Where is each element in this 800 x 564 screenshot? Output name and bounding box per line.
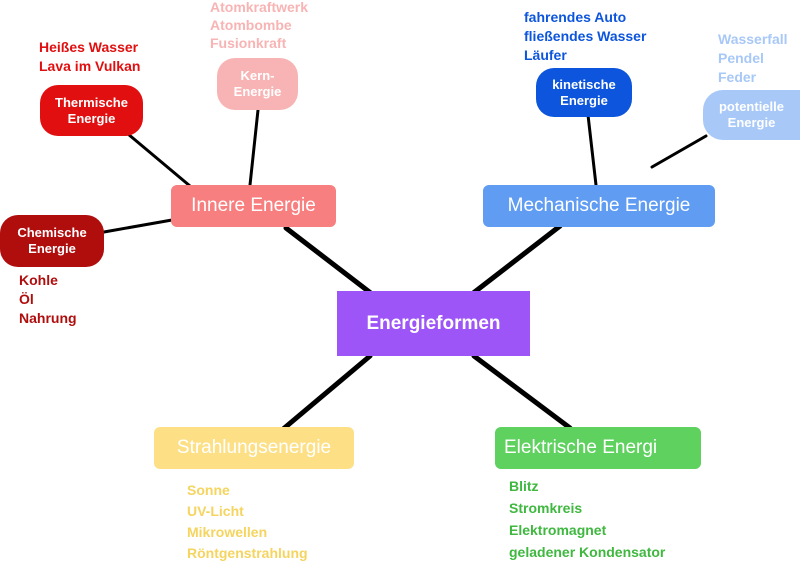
note-item: Sonne <box>187 482 230 498</box>
branch-elektrische-energie: Elektrische Energi <box>495 427 701 469</box>
branch-strahlungsenergie: Strahlungsenergie <box>154 427 354 469</box>
notes-elektrische-energie: Blitz Stromkreis Elektromagnet geladener… <box>509 475 665 563</box>
note-item: Lava im Vulkan <box>39 58 141 74</box>
branch-strahlungsenergie-label: Strahlungsenergie <box>176 437 332 458</box>
note-item: Pendel <box>718 50 764 66</box>
link-central-mechanisch <box>469 223 563 297</box>
node-thermische-energie: Thermische Energie <box>40 85 143 136</box>
node-thermische-energie-label: Thermische Energie <box>55 94 128 126</box>
central-node: Energieformen <box>337 291 530 356</box>
branch-elektrische-energie-label: Elektrische Energi <box>504 437 658 458</box>
note-item: geladener Kondensator <box>509 544 666 560</box>
node-chemische-energie-label: Chemische Energie <box>17 225 87 256</box>
link-mechanisch-kinetisch <box>586 113 598 187</box>
node-kinetische-energie: kinetische Energie <box>536 68 632 117</box>
note-item: Atombombe <box>210 17 292 33</box>
branch-innere-energie: Innere Energie <box>171 185 336 227</box>
node-potentielle-energie-label: potentielle Energie <box>718 99 784 130</box>
note-item: Fusionkraft <box>210 35 287 51</box>
notes-chemische-energie: Kohle Öl Nahrung <box>19 271 77 328</box>
node-chemische-energie: Chemische Energie <box>0 215 104 267</box>
notes-kern-energie: Atomkraftwerk Atombombe Fusionkraft <box>210 0 308 52</box>
note-item: Kohle <box>19 272 58 288</box>
link-innere-chemisch <box>102 218 174 234</box>
link-mechanisch-potentiell <box>650 134 708 169</box>
note-item: Röntgenstrahlung <box>187 545 308 561</box>
note-item: Heißes Wasser <box>39 39 139 55</box>
note-item: UV-Licht <box>187 503 244 519</box>
branch-mechanische-energie: Mechanische Energie <box>483 185 715 227</box>
note-item: fließendes Wasser <box>524 28 647 44</box>
note-item: Stromkreis <box>509 500 583 516</box>
branch-mechanische-energie-label: Mechanische Energie <box>507 195 691 216</box>
branch-innere-energie-label: Innere Energie <box>191 195 316 216</box>
notes-strahlungsenergie: Sonne UV-Licht Mikrowellen Röntgenstrahl… <box>187 480 308 564</box>
note-item: Mikrowellen <box>187 524 268 540</box>
note-item: Öl <box>19 291 34 307</box>
node-kern-energie: Kern-Energie <box>217 58 298 110</box>
notes-kinetische-energie: fahrendes Auto fließendes Wasser Läufer <box>524 8 646 65</box>
note-item: Wasserfall <box>718 31 788 47</box>
note-item: Atomkraftwerk <box>210 0 309 15</box>
link-central-elektrisch <box>471 353 573 431</box>
link-innere-kern <box>248 108 260 187</box>
note-item: fahrendes Auto <box>524 9 627 25</box>
link-central-innere <box>283 225 375 297</box>
note-item: Elektromagnet <box>509 522 607 538</box>
central-node-label: Energieformen <box>366 312 501 334</box>
note-item: Feder <box>718 69 757 85</box>
node-kinetische-energie-label: kinetische Energie <box>552 76 616 108</box>
node-potentielle-energie: potentielle Energie <box>703 90 800 140</box>
link-central-strahlung <box>279 353 373 433</box>
link-innere-thermisch <box>126 132 192 188</box>
note-item: Läufer <box>524 47 567 63</box>
node-kern-energie-label: Kern-Energie <box>233 68 282 99</box>
notes-potentielle-energie: Wasserfall Pendel Feder <box>718 30 788 87</box>
note-item: Nahrung <box>19 310 77 326</box>
note-item: Blitz <box>509 478 539 494</box>
notes-thermische-energie: Heißes Wasser Lava im Vulkan <box>39 38 140 76</box>
